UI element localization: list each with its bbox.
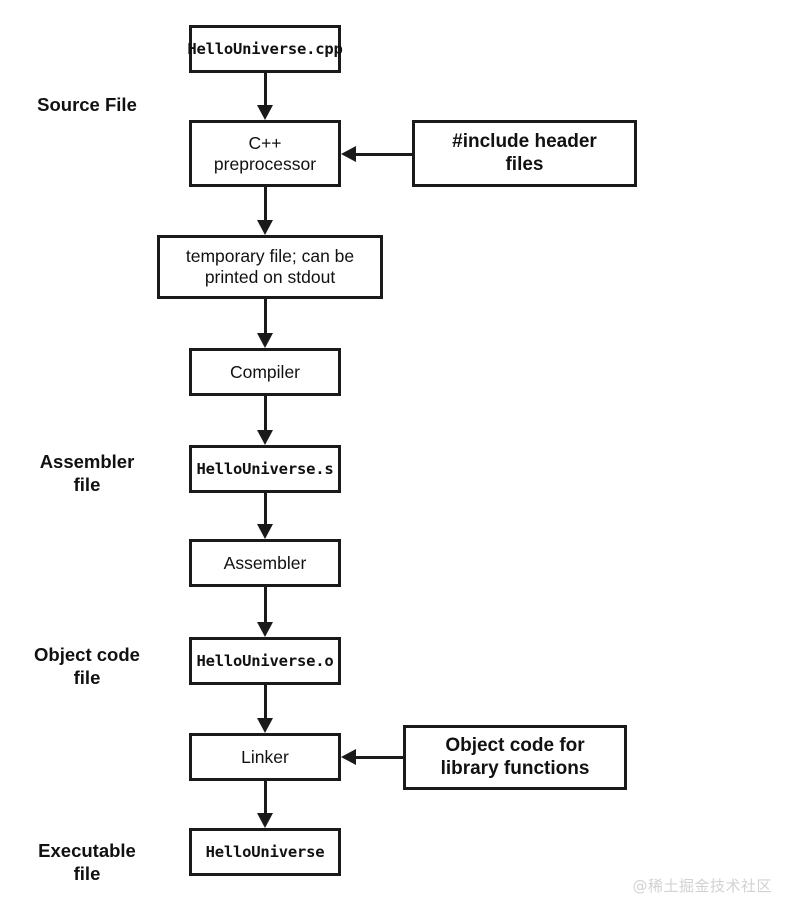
node-compiler[interactable]: Compiler	[189, 348, 341, 396]
node-assembler[interactable]: Assembler	[189, 539, 341, 587]
node-label: Linker	[241, 746, 289, 767]
node-label: HelloUniverse.cpp	[187, 39, 343, 58]
node-label: HelloUniverse	[205, 842, 325, 861]
arrow-head	[257, 622, 273, 637]
node-label: HelloUniverse.s	[196, 459, 334, 478]
arrow-head	[257, 220, 273, 235]
arrow-cpp-to-preprocessor	[257, 73, 273, 120]
arrow-shaft	[354, 755, 403, 759]
stage-label-executable-file: Executable file	[38, 840, 136, 885]
arrow-preprocessor-to-temporary-file	[257, 187, 273, 235]
node-object-code-library[interactable]: Object code for library functions	[403, 725, 627, 790]
watermark: @稀土掘金技术社区	[632, 877, 772, 895]
node-label: Object code for library functions	[440, 735, 590, 779]
node-include-header-files[interactable]: #include header files	[412, 120, 637, 187]
arrow-shaft	[263, 493, 267, 524]
arrow-hellouniverse-s-to-assembler	[257, 493, 273, 539]
node-label: Compiler	[229, 361, 301, 382]
arrow-head	[257, 333, 273, 348]
arrow-head	[257, 105, 273, 120]
arrow-compiler-to-hellouniverse-s	[257, 396, 273, 445]
node-label: temporary file; can be printed on stdout	[185, 246, 355, 287]
node-hellouniverse-s[interactable]: HelloUniverse.s	[189, 445, 341, 493]
arrow-include-to-preprocessor	[341, 146, 412, 162]
arrow-object-code-to-linker	[341, 749, 403, 765]
arrow-head	[257, 813, 273, 828]
node-cpp-preprocessor[interactable]: C++ preprocessor	[189, 120, 341, 187]
arrow-linker-to-hellouniverse	[257, 781, 273, 828]
arrow-shaft	[263, 187, 267, 220]
stage-label-source-file: Source File	[37, 94, 137, 115]
node-hellouniverse[interactable]: HelloUniverse	[189, 828, 341, 876]
arrow-head	[257, 524, 273, 539]
arrow-shaft	[263, 587, 267, 622]
arrow-head	[341, 749, 356, 765]
node-label: Assembler	[223, 552, 307, 573]
arrow-shaft	[263, 781, 267, 813]
arrow-head	[257, 718, 273, 733]
arrow-head	[341, 146, 356, 162]
arrow-shaft	[263, 685, 267, 718]
node-label: C++ preprocessor	[213, 132, 317, 174]
node-temporary-file[interactable]: temporary file; can be printed on stdout	[157, 235, 383, 299]
arrow-assembler-to-hellouniverse-o	[257, 587, 273, 637]
arrow-hellouniverse-o-to-linker	[257, 685, 273, 733]
node-hellouniverse-o[interactable]: HelloUniverse.o	[189, 637, 341, 685]
arrow-shaft	[354, 152, 412, 156]
node-label: HelloUniverse.o	[196, 651, 334, 670]
arrow-shaft	[263, 299, 267, 333]
arrow-head	[257, 430, 273, 445]
node-linker[interactable]: Linker	[189, 733, 341, 781]
arrow-shaft	[263, 396, 267, 430]
stage-label-object-code-file: Object code file	[34, 644, 140, 689]
arrow-temporary-file-to-compiler	[257, 299, 273, 348]
node-hellouniverse-cpp[interactable]: HelloUniverse.cpp	[187, 25, 343, 73]
node-label: #include header files	[452, 131, 597, 175]
stage-label-assembler-file: Assembler file	[39, 451, 135, 496]
arrow-shaft	[263, 73, 267, 105]
